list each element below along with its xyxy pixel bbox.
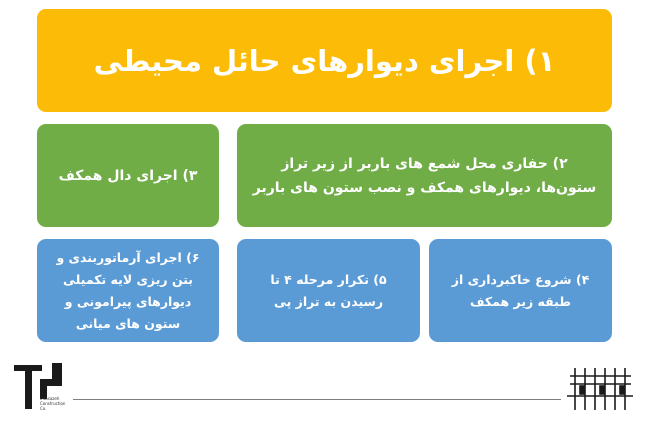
step-5-label: ۵) تکرار مرحله ۴ تا رسیدن به تراز پی (270, 271, 387, 309)
step-3-box: ۳) اجرای دال همکف (37, 124, 219, 227)
logo-caption-line2: Construction (40, 401, 66, 406)
step-2-label: ۲) حفاری محل شمع های باربر از زیر تراز س… (252, 155, 597, 196)
logo-caption-line3: Co. (40, 406, 47, 411)
footer-divider (73, 399, 561, 400)
building-columns-icon (567, 366, 635, 416)
step-6-label: ۶) اجرای آرماتوربندی و بتن ریزی لایه تکم… (56, 249, 200, 331)
step-5-box: ۵) تکرار مرحله ۴ تا رسیدن به تراز پی (237, 239, 420, 342)
step-4-box: ۴) شروع خاکبرداری از طبقه زیر همکف (429, 239, 612, 342)
step-1-label: ۱) اجرای دیوارهای حائل محیطی (93, 43, 556, 78)
step-3-label: ۳) اجرای دال همکف (58, 167, 198, 184)
step-4-label: ۴) شروع خاکبرداری از طبقه زیر همکف (451, 271, 590, 309)
step-2-box: ۲) حفاری محل شمع های باربر از زیر تراز س… (237, 124, 612, 227)
intasazeh-logo-icon (14, 363, 68, 417)
logo-caption-line1: Intasazeh (40, 396, 60, 401)
logo-caption: Intasazeh Construction Co. (40, 396, 65, 411)
step-6-box: ۶) اجرای آرماتوربندی و بتن ریزی لایه تکم… (37, 239, 219, 342)
step-1-box: ۱) اجرای دیوارهای حائل محیطی (37, 9, 612, 112)
